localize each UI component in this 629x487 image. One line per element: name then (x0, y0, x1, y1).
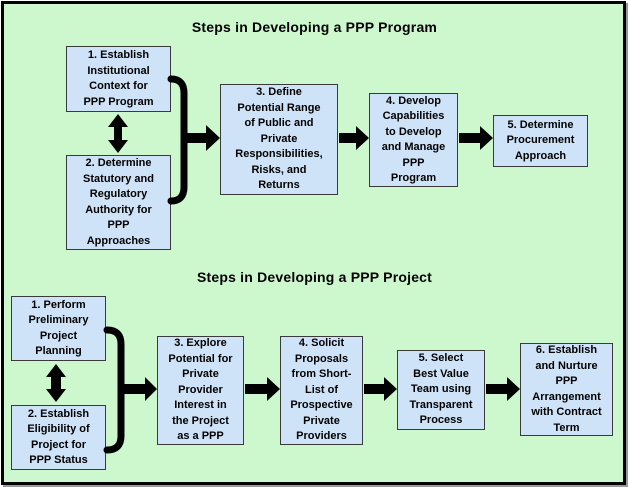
project-section-title: Steps in Developing a PPP Project (196, 269, 433, 285)
program-section-title: Steps in Developing a PPP Program (191, 19, 438, 35)
project-step-4-box: 4. Solicit Proposals from Short- List of… (280, 336, 363, 445)
program-step-1-box: 1. Establish Institutional Context for P… (66, 46, 171, 112)
project-step-2-box: 2. Establish Eligibility of Project for … (11, 405, 106, 470)
program-step-2-box: 2. Determine Statutory and Regulatory Au… (66, 155, 171, 250)
program-step-4-box: 4. Develop Capabilities to Develop and M… (369, 93, 458, 187)
program-step-5-box: 5. Determine Procurement Approach (493, 115, 588, 167)
project-step-5-box: 5. Select Best Value Team using Transpar… (397, 350, 485, 430)
project-step-6-box: 6. Establish and Nurture PPP Arrangement… (520, 343, 613, 436)
project-step-1-box: 1. Perform Preliminary Project Planning (11, 296, 106, 361)
program-step-3-box: 3. Define Potential Range of Public and … (220, 84, 338, 195)
project-step-3-box: 3. Explore Potential for Private Provide… (157, 336, 244, 445)
